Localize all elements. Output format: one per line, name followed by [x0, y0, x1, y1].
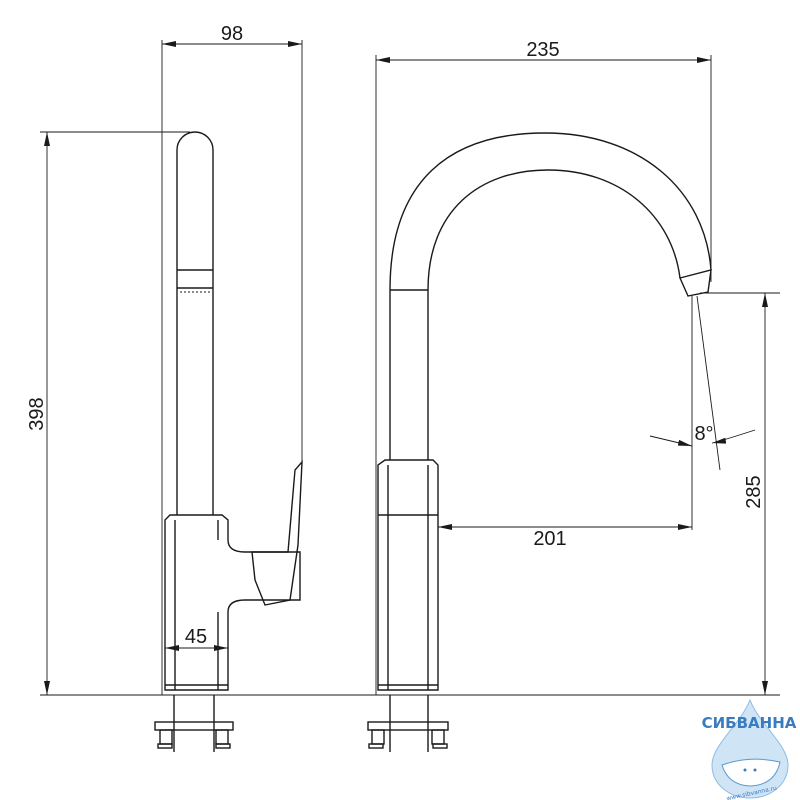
body-dimension-label: 45 — [185, 626, 207, 648]
total-reach-dimension-label: 235 — [526, 39, 559, 61]
width-dimension-label: 98 — [221, 23, 243, 45]
spout-height-dimension-label: 285 — [743, 475, 765, 508]
angle-dimension-label: 8° — [694, 423, 713, 445]
front-view: 201 235 285 8° — [367, 39, 780, 752]
sibvanna-logo: СИБВАННА www.sibvanna.ru — [702, 698, 797, 800]
reach-dimension-label: 201 — [533, 528, 566, 550]
logo-name: СИБВАННА — [702, 714, 797, 732]
side-view: 98 398 45 — [26, 23, 780, 752]
height-dimension-label: 398 — [26, 397, 48, 430]
